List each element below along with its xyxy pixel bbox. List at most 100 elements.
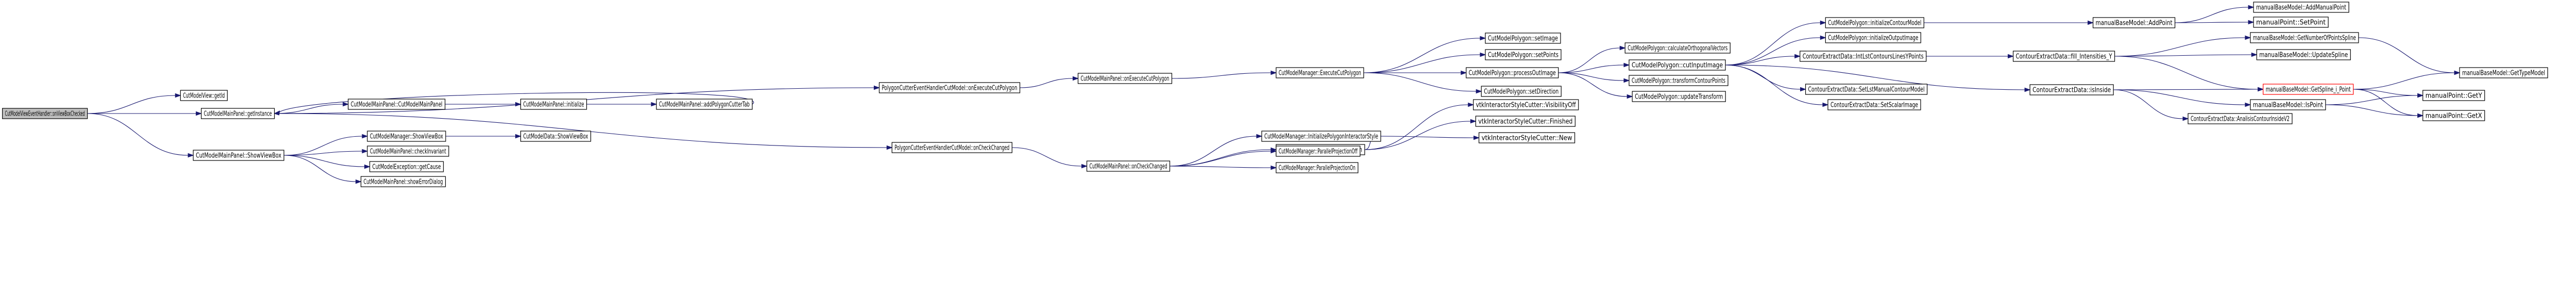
node-label: CutModelPolygon::initializeContourModel (1828, 20, 1921, 27)
node-poly_setpoints[interactable]: CutModelPolygon::setPoints (1485, 49, 1562, 60)
node-label: manualBaseModel::GetSpline_i_Point (2266, 86, 2351, 94)
edge-line (1172, 72, 1271, 79)
edge-poly_cutinput-to-ced_intlst (1725, 54, 1801, 66)
node-pceh_chk[interactable]: PolygonCutterEventHandlerCutModel::onChe… (891, 142, 1012, 153)
edge-arrowhead (188, 153, 194, 158)
node-poly_setimage[interactable]: CutModelPolygon::setImage (1485, 33, 1561, 44)
node-ced_isinside[interactable]: ContourExtractData::isInside (2029, 84, 2114, 95)
node-getid[interactable]: CutModelView::getId (180, 90, 228, 101)
node-mgr_initpoly[interactable]: CutModelManager::InitializePolygonIntera… (1261, 131, 1381, 142)
edge-line (2353, 72, 2455, 90)
node-poly_calcortho[interactable]: CutModelPolygon::calculateOrthogonalVect… (1624, 42, 1731, 54)
node-label: PolygonCutterEventHandlerCutModel::onExe… (882, 85, 1018, 92)
node-box (1485, 33, 1561, 44)
node-box (1475, 116, 1575, 127)
node-mbm_getnum[interactable]: manualBaseModel::GetNumberOfPointsSpline (2250, 32, 2359, 43)
node-poly_initout[interactable]: CutModelPolygon::initializeOutputImage (1825, 32, 1921, 43)
node-mbm_getspline[interactable]: manualBaseModel::GetSpline_i_Point (2263, 84, 2354, 95)
node-mbm_addpoint[interactable]: manualBaseModel::AddPoint (2092, 17, 2176, 28)
edge-line (1725, 64, 2025, 90)
node-label: CutModelManager::ParallelProjectionOn (1279, 165, 1355, 172)
node-ced_setlst[interactable]: ContourExtractData::SetLstManualContourM… (1805, 84, 1928, 95)
node-mp_exec[interactable]: CutModelMainPanel::onExecuteCutPolygon (1077, 73, 1173, 84)
node-poly_initcontour[interactable]: CutModelPolygon::initializeContourModel (1825, 17, 1924, 28)
node-poly_setdir[interactable]: CutModelPolygon::setDirection (1481, 86, 1562, 97)
node-ced_setimg[interactable]: ContourExtractData::SetScalarImage (1827, 99, 1921, 110)
edge-getinst-to-pceh_chk (274, 113, 893, 150)
node-poly_process[interactable]: CutModelPolygon::processOutImage (1466, 67, 1559, 78)
edge-arrowhead (651, 102, 657, 107)
node-mp_getx[interactable]: manualPoint::GetX (2422, 110, 2485, 121)
node-box (1276, 67, 1364, 78)
edge-line (87, 113, 189, 156)
node-box (1276, 146, 1361, 157)
node-addpoly[interactable]: CutModelMainPanel::addPolygonCutterTab (656, 99, 753, 110)
node-label: CutModelPolygon::transformContourPoints (1632, 77, 1725, 85)
node-mgr_par_off[interactable]: CutModelManager::ParallelProjectionOff (1276, 146, 1361, 157)
node-box (2, 108, 88, 119)
edge-arrowhead (1820, 35, 1826, 40)
node-pceh_exec[interactable]: PolygonCutterEventHandlerCutModel::onExe… (878, 82, 1021, 93)
node-exc_cause[interactable]: CutModelException::getCause (369, 161, 444, 172)
edge-arrowhead (1256, 134, 1263, 139)
node-ced_analysis[interactable]: ContourExtractData::AnalisisContourInsid… (2188, 113, 2293, 124)
node-label: CutModelManager::ShowViewBox (370, 133, 443, 141)
node-poly_transform[interactable]: CutModelPolygon::transformContourPoints (1629, 75, 1728, 86)
edge-poly_process-to-poly_updtrans (1558, 72, 1633, 99)
node-ctor[interactable]: CutModelMainPanel::CutModelMainPanel (348, 99, 446, 110)
node-poly_updtrans[interactable]: CutModelPolygon::updateTransform (1632, 91, 1726, 102)
edge-mp_chk-to-mgr_par_on (1170, 165, 1277, 170)
node-label: CutModelManager::InitializePolygonIntera… (1264, 133, 1378, 141)
node-box (1632, 91, 1726, 102)
node-ced_fb[interactable]: ContourExtractData::fill_Intensities_Y (2012, 51, 2115, 62)
node-mgr_showvb[interactable]: CutModelManager::ShowViewBox (367, 131, 446, 142)
edge-poly_cutinput-to-ced_setimg (1725, 64, 1829, 107)
node-getinst[interactable]: CutModelMainPanel::getInstance (201, 108, 275, 119)
node-mbm_ispoint[interactable]: manualBaseModel::IsPoint (2250, 99, 2326, 110)
node-vtk_new[interactable]: vtkInteractorStyleCutter::New (1479, 132, 1575, 143)
edge-line (2113, 89, 2183, 119)
node-init[interactable]: CutModelMainPanel::initialize (520, 99, 587, 110)
node-data_showvb[interactable]: CutModelData::ShowViewBox (520, 131, 591, 142)
edge-line (278, 92, 754, 113)
node-mbm_addmanual[interactable]: manualBaseModel::AddManualPoint (2253, 2, 2349, 13)
edge-line (1725, 64, 1801, 90)
node-box (2092, 17, 2176, 28)
node-box (348, 99, 446, 110)
edge-showvb-to-showerr (284, 155, 362, 184)
edge-arrowhead (1480, 36, 1486, 41)
node-label: CutModelPolygon::updateTransform (1635, 93, 1723, 101)
edge-arrowhead (196, 111, 202, 116)
node-showvb[interactable]: CutModelMainPanel::ShowViewBox (193, 150, 284, 161)
edge-ced_fb-to-mbm_getspline (2114, 56, 2264, 92)
edge-line (284, 155, 365, 167)
edge-arrowhead (2088, 20, 2094, 25)
node-showerr[interactable]: CutModelMainPanel::showErrorDialog (360, 176, 446, 187)
node-label: manualBaseModel::GetNumberOfPointsSpline (2253, 35, 2356, 42)
edge-poly_cutinput-to-ced_isinside (1725, 64, 2031, 92)
node-mbm_gettype[interactable]: manualBaseModel::GetTypeModel (2459, 67, 2548, 78)
node-mgr_par_on[interactable]: CutModelManager::ParallelProjectionOn (1276, 162, 1359, 173)
node-mp_setpoint[interactable]: manualPoint::SetPoint (2253, 17, 2329, 28)
edge-line (1558, 64, 1624, 73)
node-label: CutModelViewEventHandler::onViewBoxCheck… (5, 110, 85, 118)
edge-arrowhead (1619, 45, 1626, 51)
node-mbm_updspline[interactable]: manualBaseModel::UpdateSpline (2256, 49, 2351, 60)
node-mp_chk[interactable]: CutModelMainPanel::onCheckChanged (1086, 160, 1171, 172)
edge-arrowhead (1794, 54, 1801, 59)
node-mgr_exec[interactable]: CutModelManager::ExecuteCutPolygon (1276, 67, 1364, 78)
node-label: vtkInteractorStyleCutter::Finished (1478, 118, 1572, 126)
node-mp_gety[interactable]: manualPoint::GetY (2422, 90, 2485, 101)
node-vtk_fin[interactable]: vtkInteractorStyleCutter::Finished (1475, 116, 1575, 127)
edge-ced_isinside-to-mbm_getspline (2113, 87, 2264, 92)
node-vtk_vis[interactable]: vtkInteractorStyleCutter::VisibilityOff (1473, 99, 1579, 110)
node-box (1466, 67, 1559, 78)
edge-line (1558, 72, 1628, 97)
node-ced_intlst[interactable]: ContourExtractData::IntLstContoursLinesY… (1800, 51, 1927, 62)
node-root: CutModelViewEventHandler::onViewBoxCheck… (2, 108, 88, 119)
edge-line (1170, 149, 1271, 167)
node-box (2263, 84, 2354, 95)
node-checkinv[interactable]: CutModelMainPanel::checkInvariant (367, 146, 449, 157)
node-poly_cutinput[interactable]: CutModelPolygon::cutInputImage (1629, 59, 1726, 71)
edge-mgr_exec-to-poly_setdir (1363, 72, 1482, 94)
